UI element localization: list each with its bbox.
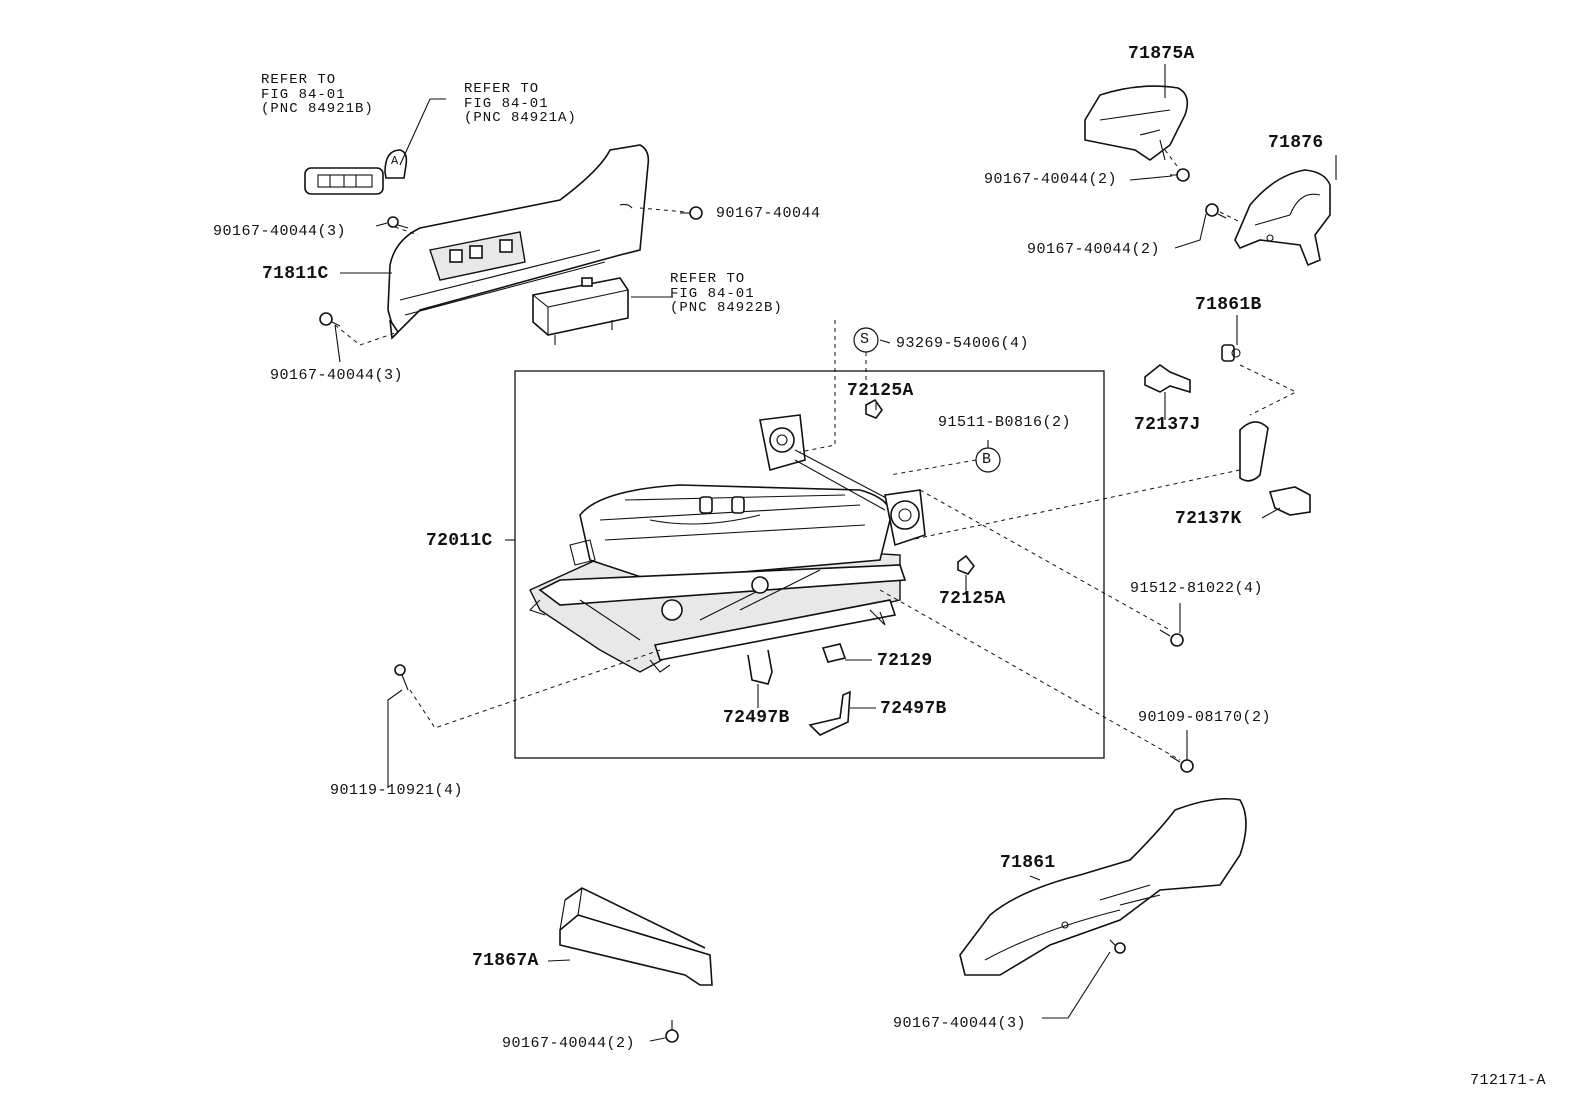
part-label-93269-54006[interactable]: 93269-54006(4)	[896, 335, 1030, 352]
cover-71876-drawing	[1234, 169, 1331, 267]
reference-note-84921a: REFER TO FIG 84-01 (PNC 84921A)	[464, 82, 577, 126]
bolt-90119-drawing	[394, 664, 409, 691]
reference-line: (PNC 84921B)	[261, 101, 374, 118]
symbol-a: A	[391, 154, 399, 168]
leader-lines	[334, 64, 1337, 1042]
figure-id: 712171-A	[1470, 1072, 1547, 1089]
clip-72129-drawing	[821, 643, 847, 663]
symbol-b: B	[982, 451, 992, 468]
clip-72125a-top-drawing	[865, 398, 883, 419]
assembly-frame-box	[514, 370, 1105, 759]
reference-line: REFER TO	[670, 271, 746, 287]
knob-84921a-drawing	[384, 149, 408, 179]
bolt-90167-71876-drawing	[1205, 203, 1227, 219]
reference-line: (PNC 84921A)	[464, 110, 577, 127]
cover-71867a-drawing	[559, 887, 713, 986]
part-label-72137k[interactable]: 72137K	[1175, 509, 1242, 529]
part-label-90167-40044[interactable]: 90167-40044	[716, 205, 821, 222]
part-label-91512-81022[interactable]: 91512-81022(4)	[1130, 580, 1264, 597]
part-label-71861[interactable]: 71861	[1000, 853, 1056, 873]
part-label-72497b-left[interactable]: 72497B	[723, 708, 790, 728]
part-label-90167-40044-3-bottom[interactable]: 90167-40044(3)	[893, 1015, 1027, 1032]
knob-71861b-drawing	[1221, 344, 1241, 362]
seat-adjuster-assembly-drawing	[528, 414, 926, 673]
bolt-90167-left-top-drawing	[387, 216, 409, 229]
part-label-91511-b0816[interactable]: 91511-B0816(2)	[938, 414, 1072, 431]
part-label-72497b-right[interactable]: 72497B	[880, 699, 947, 719]
part-label-90167-40044-2-middle[interactable]: 90167-40044(2)	[1027, 241, 1161, 258]
part-label-72129[interactable]: 72129	[877, 651, 933, 671]
side-cover-71811c-drawing	[387, 144, 650, 340]
part-label-90167-40044-2-upper[interactable]: 90167-40044(2)	[984, 171, 1118, 188]
part-label-72125a-upper[interactable]: 72125A	[847, 381, 914, 401]
bolt-90167-71867a-drawing	[665, 1020, 679, 1043]
part-label-90167-40044-2-bottom[interactable]: 90167-40044(2)	[502, 1035, 636, 1052]
symbol-s: S	[860, 331, 870, 348]
lever-cover-drawing	[1239, 421, 1269, 482]
part-label-72011c[interactable]: 72011C	[426, 531, 493, 551]
bolt-90109-drawing	[1169, 755, 1194, 773]
cover-71875a-drawing	[1084, 85, 1189, 161]
bolt-90167-71875-drawing	[1170, 168, 1190, 182]
reference-line: (PNC 84922B)	[670, 300, 783, 317]
cover-71861-drawing	[959, 797, 1247, 976]
reference-line: FIG 84-01	[261, 86, 346, 103]
module-84922b-drawing	[532, 277, 629, 345]
reference-note-84922b: REFER TO FIG 84-01 (PNC 84922B)	[670, 272, 783, 316]
hook-72497b-b-drawing	[808, 690, 851, 736]
part-label-90167-40044-3-lower[interactable]: 90167-40044(3)	[270, 367, 404, 384]
bolt-90167-left-bottom-drawing	[319, 312, 341, 327]
bolt-91512-drawing	[1159, 629, 1184, 647]
switch-84921b-drawing	[304, 167, 384, 195]
dashed-assembly-lines	[334, 149, 1298, 761]
part-label-71861b[interactable]: 71861B	[1195, 295, 1262, 315]
part-label-72137j[interactable]: 72137J	[1134, 415, 1201, 435]
clip-72125a-bottom-drawing	[957, 554, 976, 575]
part-label-71867a[interactable]: 71867A	[472, 951, 539, 971]
bracket-72137j-drawing	[1144, 364, 1191, 394]
reference-line: REFER TO	[261, 72, 337, 88]
reference-line: REFER TO	[464, 81, 540, 97]
hook-72497b-a-drawing	[747, 649, 773, 685]
reference-line: FIG 84-01	[464, 95, 549, 112]
bolt-90167-single-drawing	[680, 206, 703, 220]
bolt-90167-71861-drawing	[1109, 939, 1126, 954]
part-label-71811c[interactable]: 71811C	[262, 264, 329, 284]
part-label-90109-08170[interactable]: 90109-08170(2)	[1138, 709, 1272, 726]
part-label-90167-40044-3-upper[interactable]: 90167-40044(3)	[213, 223, 347, 240]
part-label-71876[interactable]: 71876	[1268, 133, 1324, 153]
part-label-90119-10921[interactable]: 90119-10921(4)	[330, 782, 464, 799]
part-label-71875a[interactable]: 71875A	[1128, 44, 1195, 64]
reference-line: FIG 84-01	[670, 285, 755, 302]
reference-note-84921b: REFER TO FIG 84-01 (PNC 84921B)	[261, 73, 374, 117]
part-label-72125a-lower[interactable]: 72125A	[939, 589, 1006, 609]
